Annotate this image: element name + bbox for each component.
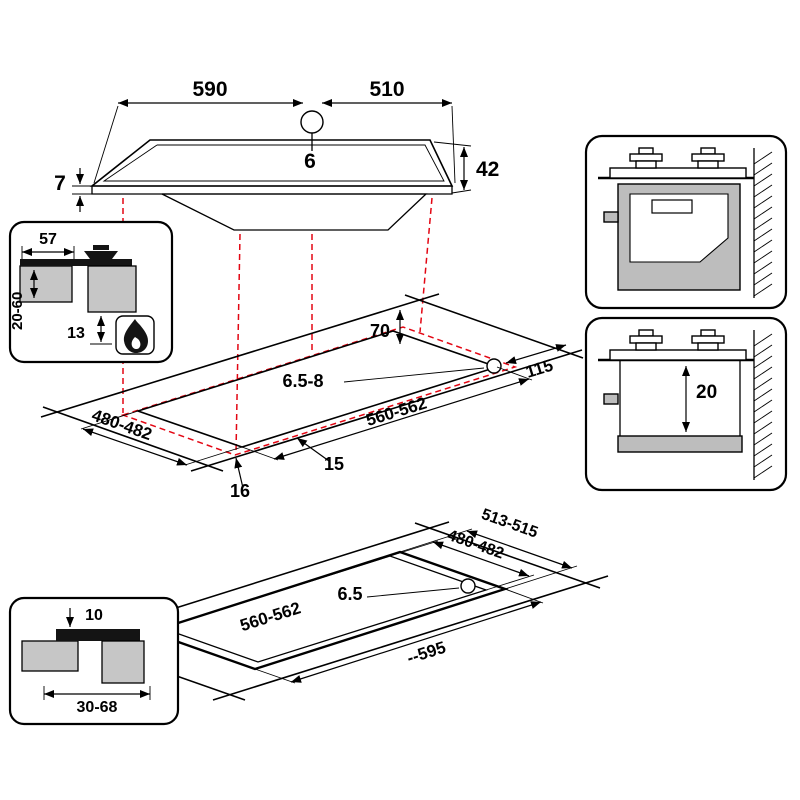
dim-line-595 xyxy=(290,601,542,683)
ext-line xyxy=(485,574,535,591)
dim-hob-depth: 510 xyxy=(369,78,404,101)
burner-profile-left xyxy=(629,147,663,169)
ext-line xyxy=(451,189,472,194)
projection-lines xyxy=(120,197,518,456)
dim-corner-radius: 6.5-8 xyxy=(282,371,323,391)
dim-rim-thickness: 7 xyxy=(54,172,66,195)
handle xyxy=(603,393,619,405)
worktop-front-edge xyxy=(212,575,609,701)
dim-overhang: 57 xyxy=(39,231,57,248)
ext-line xyxy=(241,446,279,461)
projection-line xyxy=(235,233,241,454)
burner-profile-left xyxy=(629,329,663,351)
reference-circle xyxy=(300,110,324,134)
dim-rear-clearance: 70 xyxy=(370,321,390,341)
ext-line xyxy=(433,141,472,147)
ext-line xyxy=(389,540,439,557)
handle xyxy=(603,211,619,223)
burner-cap-section xyxy=(93,245,109,250)
dim-clamp-range: 30-68 xyxy=(77,699,118,716)
gas-flame-icon xyxy=(123,319,148,353)
dim-line-115 xyxy=(505,344,567,364)
dim-overall-width: --595 xyxy=(405,638,449,668)
worktop-right-edge xyxy=(414,522,601,589)
hob-top-view: 590 510 6 7 42 xyxy=(54,78,499,231)
wall-hatching xyxy=(753,330,773,480)
hob-profile xyxy=(609,349,747,361)
burner-profile-right xyxy=(691,329,725,351)
section-detail-top: 57 20-60 13 xyxy=(8,220,174,364)
ext-line xyxy=(504,588,544,604)
hob-frame-section xyxy=(56,629,140,641)
dim-line-480 xyxy=(82,428,188,466)
ext-line xyxy=(93,105,119,184)
dim-front-inset: 15 xyxy=(324,454,344,474)
dim-recess-depth: 10 xyxy=(85,607,103,624)
dim-line-560 xyxy=(273,378,530,460)
worktop-cutout-view: 70 6.5-8 480-482 560-562 15 16 115 xyxy=(40,293,584,501)
hob-glass-top xyxy=(89,139,454,187)
dim-body-height: 42 xyxy=(476,158,499,181)
burner-base-section xyxy=(84,251,118,259)
gas-flame-icon-core xyxy=(131,337,141,350)
ext-line xyxy=(496,366,533,381)
section-detail-bottom: 10 30-68 xyxy=(8,596,180,726)
dim-side-clearance: 115 xyxy=(523,356,555,382)
burner-box-section xyxy=(87,265,137,313)
dim-line-513 xyxy=(466,530,573,569)
flush-cutout-view: 560-562 6.5 480-482 513-515 --595 xyxy=(57,506,609,701)
side-clearance-panel-2: 20 xyxy=(584,316,788,492)
leader-16 xyxy=(234,457,244,489)
dim-ledge-depth: 513-515 xyxy=(479,506,540,542)
hob-profile xyxy=(609,167,747,179)
dim-cutout-width: 560-562 xyxy=(238,598,303,635)
leader-15 xyxy=(296,437,330,462)
corner-radius-marker xyxy=(486,358,502,374)
ext-line xyxy=(80,410,139,430)
dim-corner-radius: 6.5 xyxy=(337,584,362,604)
vent-slot xyxy=(651,199,693,214)
ext-line xyxy=(184,446,243,466)
hob-burner-box xyxy=(161,193,428,231)
worktop-section-left xyxy=(21,640,79,672)
worktop-right-edge xyxy=(404,294,584,359)
glass-bevel xyxy=(102,144,445,182)
corner-radius-marker xyxy=(460,578,476,594)
ext-line xyxy=(254,668,296,684)
leader-line xyxy=(343,367,485,383)
recess-frame-outer xyxy=(146,550,509,671)
dim-hob-width: 590 xyxy=(192,78,227,101)
dim-cutout-depth: 480-482 xyxy=(89,405,154,444)
ext-line xyxy=(399,528,473,553)
dim-bottom-clearance: 13 xyxy=(67,325,85,342)
worktop-section xyxy=(19,265,73,303)
worktop-section-right xyxy=(101,640,145,684)
dim-side-inset: 16 xyxy=(230,481,250,501)
hob-outline-projection xyxy=(120,326,518,456)
burner-profile-right xyxy=(691,147,725,169)
worktop-back-edge xyxy=(40,293,440,418)
hob-glass-section xyxy=(20,259,132,266)
projection-line xyxy=(419,197,433,333)
dim-shelf-clearance: 20 xyxy=(696,382,717,403)
leader-line xyxy=(366,587,460,598)
shelf xyxy=(617,435,743,453)
wall-hatching xyxy=(753,148,773,298)
side-clearance-panel-1 xyxy=(584,134,788,310)
hob-front-rim xyxy=(91,185,453,195)
ext-line xyxy=(504,565,578,590)
dim-worktop-thickness: 20-60 xyxy=(9,292,26,330)
dim-center-hole: 6 xyxy=(304,150,316,173)
